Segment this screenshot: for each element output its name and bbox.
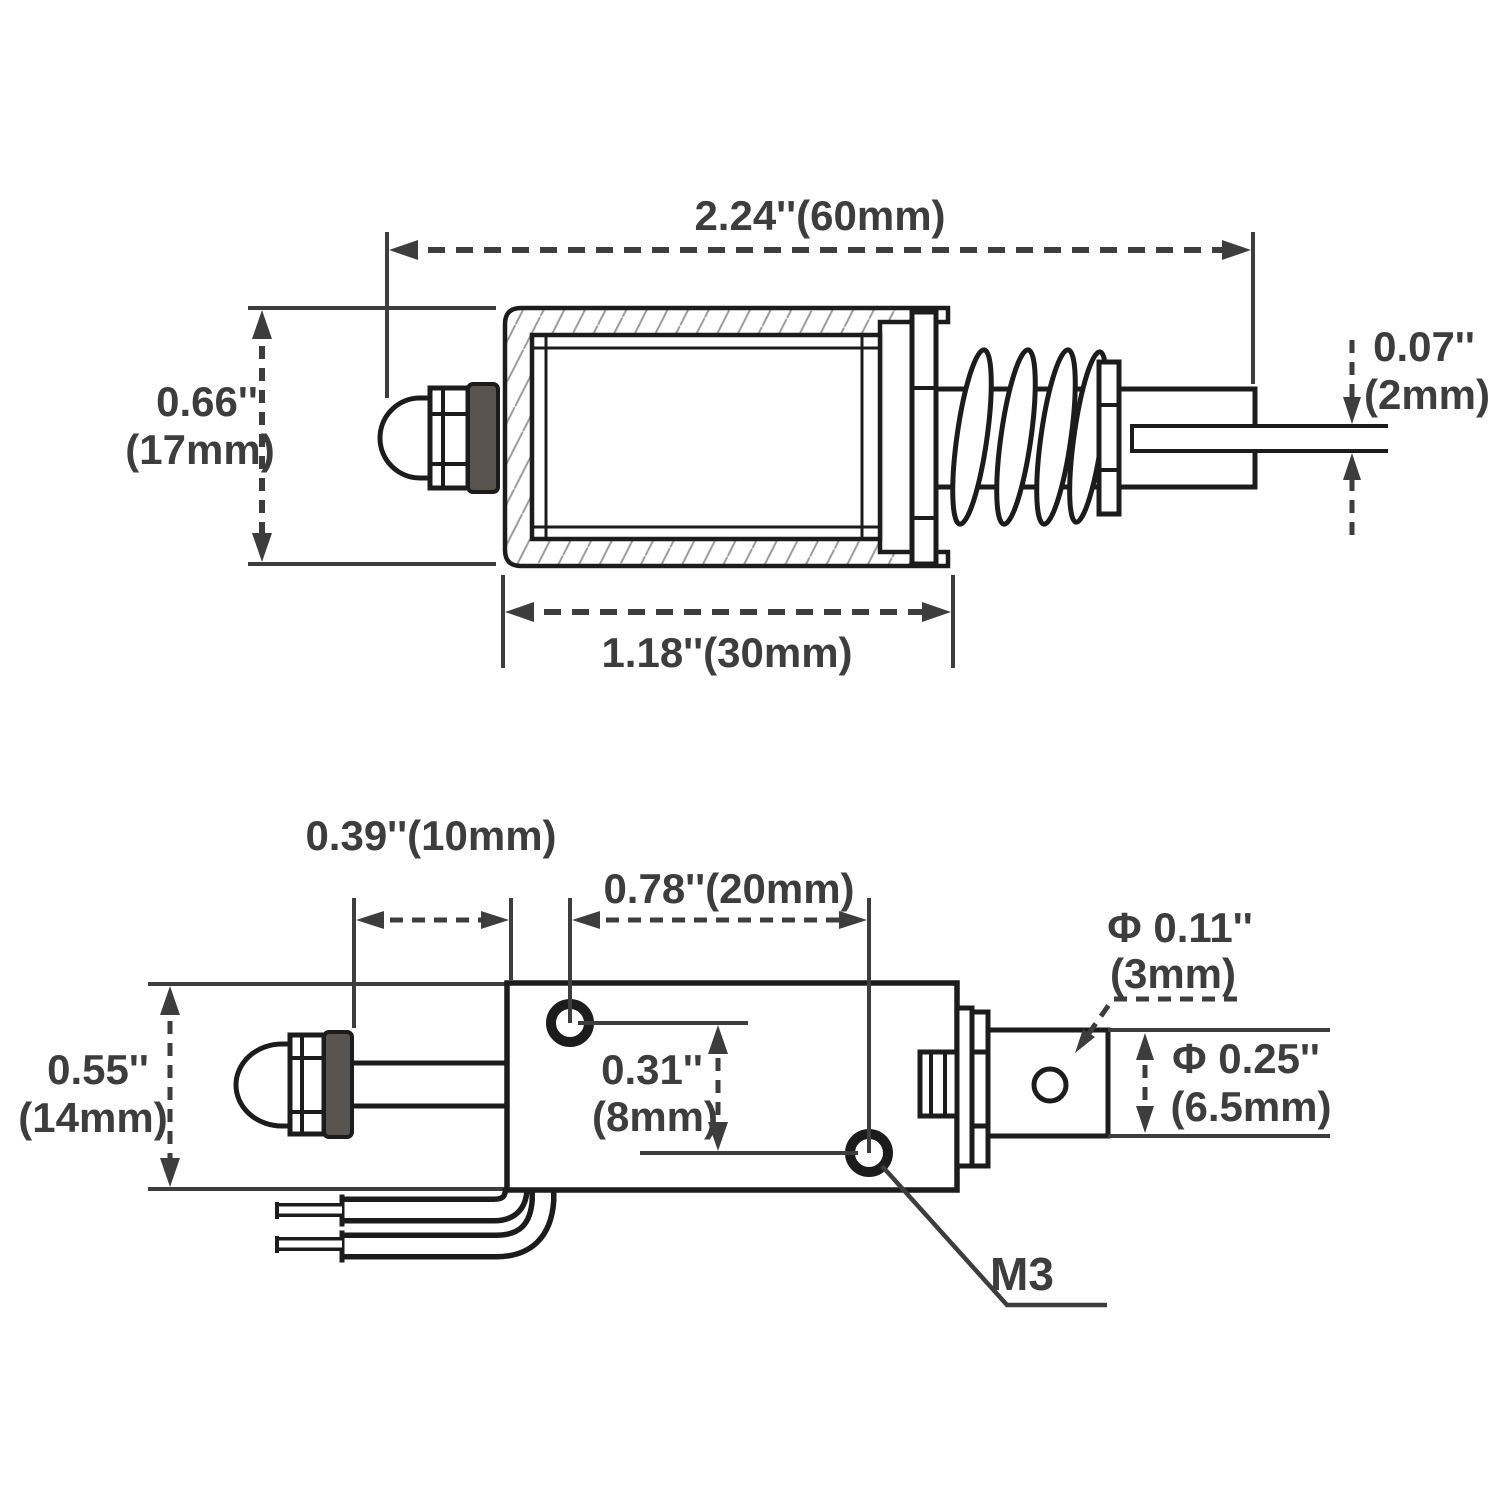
plunger-washer-side bbox=[466, 382, 500, 494]
frame-length-label: 1.18''(30mm) bbox=[601, 629, 852, 676]
side-view: 2.24''(60mm) 0.66'' (17mm) bbox=[125, 192, 1490, 676]
dim-plunger-travel: 0.39''(10mm) bbox=[305, 812, 557, 1028]
dim-frame-height: 0.66'' (17mm) bbox=[125, 306, 496, 566]
return-spring bbox=[950, 347, 1109, 527]
plunger-travel-label: 0.39''(10mm) bbox=[305, 812, 556, 859]
spring-retainer bbox=[1096, 359, 1122, 517]
hole-spacing-label: 0.78''(20mm) bbox=[603, 865, 854, 912]
bar-width-in-label: Φ 0.25'' bbox=[1172, 1035, 1320, 1082]
output-bar bbox=[985, 1027, 1111, 1139]
dim-hole-offset: 0.31'' (8mm) bbox=[578, 1021, 858, 1155]
frame-height-in-label: 0.66'' bbox=[156, 378, 258, 425]
plunger-head-flat bbox=[233, 1030, 510, 1139]
plunger-nut-side bbox=[427, 385, 471, 491]
overall-length-label: 2.24''(60mm) bbox=[694, 192, 945, 239]
lead-wires bbox=[275, 1188, 557, 1263]
hole-offset-mm-label: (8mm) bbox=[592, 1093, 718, 1140]
hole-offset-in-label: 0.31'' bbox=[601, 1046, 703, 1093]
body-width-in-label: 0.55'' bbox=[47, 1046, 149, 1093]
frame-height-mm-label: (17mm) bbox=[125, 426, 274, 473]
bar-hole-dia-mm-label: (3mm) bbox=[1110, 950, 1236, 997]
flat-view: 0.39''(10mm) 0.78''(20mm) 0.55'' (14mm) bbox=[18, 812, 1332, 1308]
plunger-dome-flat bbox=[233, 1041, 293, 1129]
dim-frame-length: 1.18''(30mm) bbox=[501, 575, 955, 676]
slot-mm-label: (2mm) bbox=[1364, 371, 1490, 418]
end-plate-side bbox=[909, 309, 939, 567]
plunger-dome-side bbox=[377, 395, 433, 481]
coil-window bbox=[529, 332, 883, 542]
body-width-mm-label: (14mm) bbox=[18, 1094, 167, 1141]
bar-hole-dia-in-label: Φ 0.11'' bbox=[1107, 904, 1253, 951]
bar-hole bbox=[1031, 1066, 1069, 1104]
end-plate-flat bbox=[917, 1005, 991, 1169]
plunger-washer-flat bbox=[322, 1030, 354, 1139]
bar-width-mm-label: (6.5mm) bbox=[1170, 1083, 1331, 1130]
plunger-head-side bbox=[377, 382, 500, 494]
shaft-fork-slot bbox=[1130, 424, 1388, 453]
dim-overall-length: 2.24''(60mm) bbox=[385, 192, 1255, 398]
slot-in-label: 0.07'' bbox=[1373, 323, 1475, 370]
thread-label: M3 bbox=[990, 1248, 1054, 1300]
dim-slot-thickness: 0.07'' (2mm) bbox=[1343, 323, 1490, 535]
plunger-nut-flat bbox=[287, 1032, 327, 1137]
solenoid-frame bbox=[502, 305, 951, 569]
body-bracket bbox=[917, 1049, 960, 1119]
callout-thread: M3 bbox=[880, 1164, 1107, 1308]
callout-bar-hole: Φ 0.11'' (3mm) bbox=[1075, 904, 1253, 1053]
dim-bar-width: Φ 0.25'' (6.5mm) bbox=[1108, 1028, 1332, 1138]
dim-body-width: 0.55'' (14mm) bbox=[18, 986, 180, 1187]
dim-hole-spacing: 0.78''(20mm) bbox=[568, 865, 871, 1153]
